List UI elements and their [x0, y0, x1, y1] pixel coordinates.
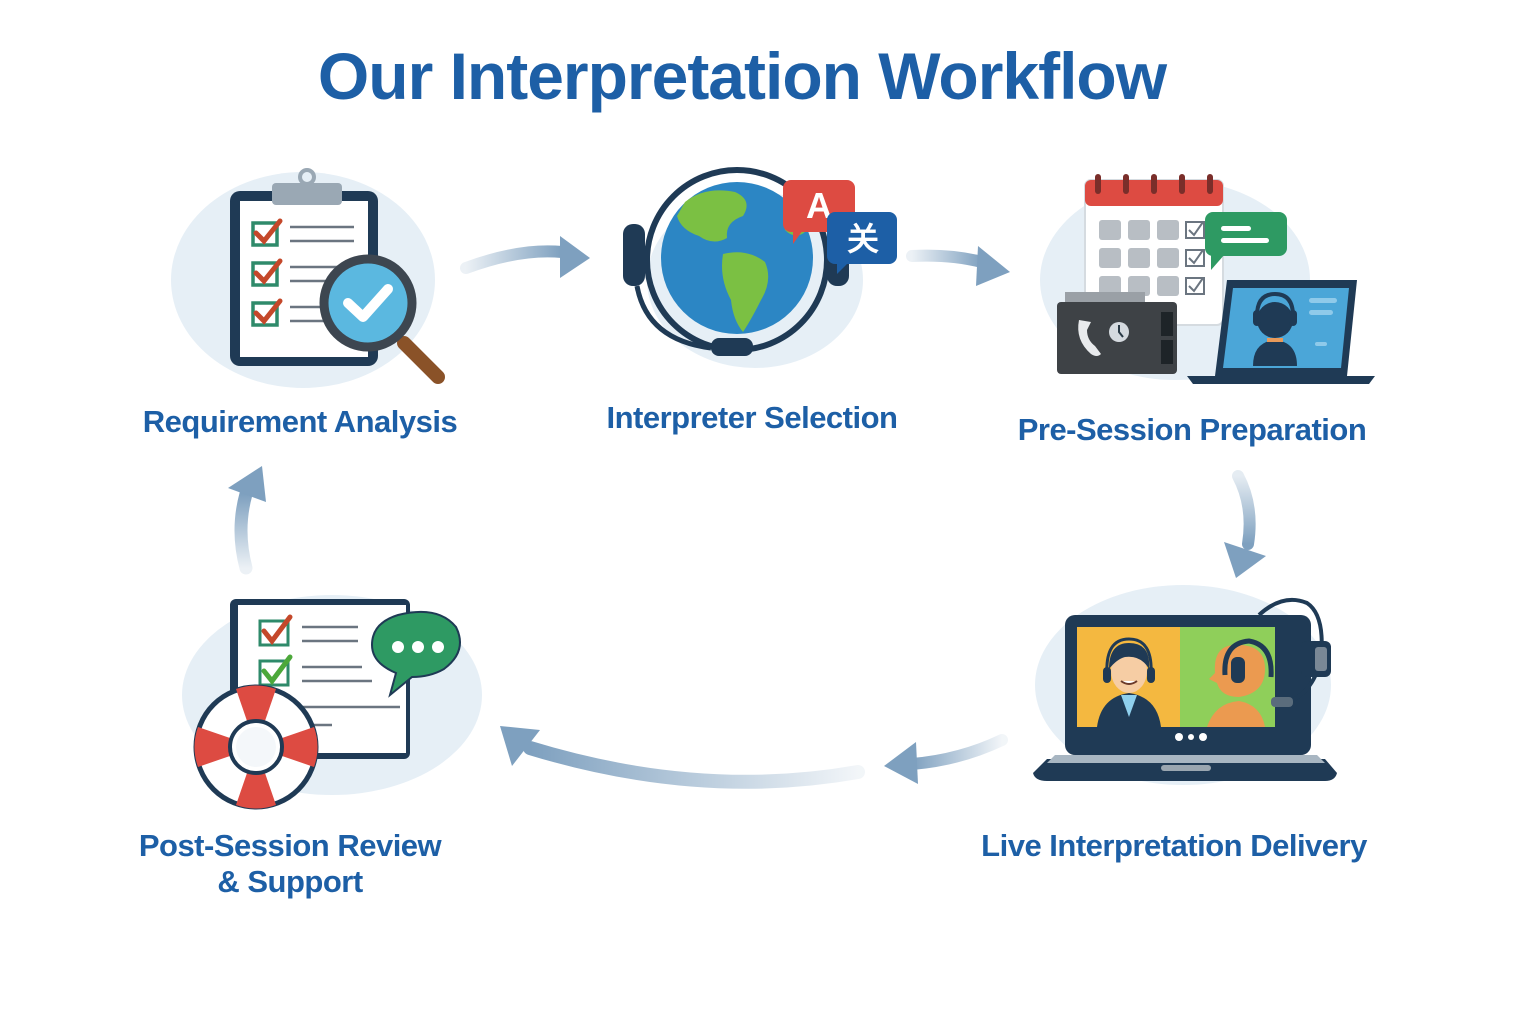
step-label-live-interpretation-delivery: Live Interpretation Delivery: [981, 828, 1367, 863]
step-label-pre-session-preparation: Pre-Session Preparation: [1017, 412, 1367, 447]
language-badge-cjk: 关: [827, 212, 897, 274]
calendar-laptop-icon: [1040, 174, 1375, 384]
arrow-preparation-to-delivery: [1224, 470, 1266, 578]
arrow-selection-to-preparation: [906, 246, 1010, 286]
video-call-laptop-icon: [1033, 585, 1337, 785]
page-title: Our Interpretation Workflow: [317, 39, 1167, 113]
step-label-post-session-review-line1: Post-Session Review: [138, 828, 442, 863]
svg-text:关: 关: [847, 220, 879, 258]
step-label-post-session-review-line2: & Support: [217, 864, 363, 899]
globe-headset-icon: A 关: [623, 167, 897, 368]
step-label-post-session-review: Post-Session Review & Support: [130, 828, 450, 900]
step-label-interpreter-selection: Interpreter Selection: [606, 400, 898, 435]
arrow-delivery-to-review: [500, 726, 1008, 789]
checklist-lifebuoy-icon: [182, 595, 482, 810]
clipboard-magnifier-icon: [171, 168, 445, 388]
arrow-requirement-to-selection: [460, 236, 590, 278]
step-label-requirement-analysis: Requirement Analysis: [142, 404, 458, 439]
arrow-review-to-requirement: [228, 466, 266, 575]
